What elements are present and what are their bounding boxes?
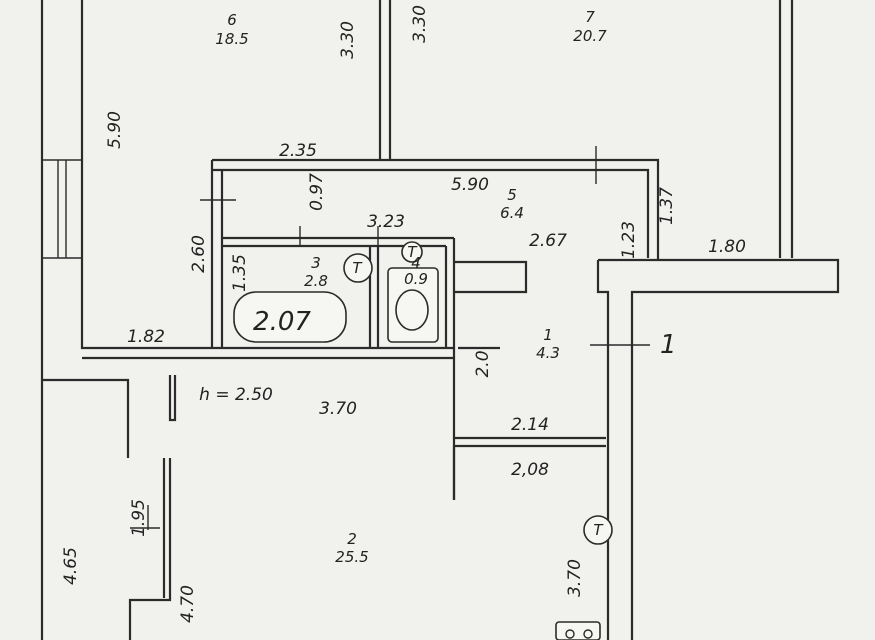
dimension-label: 3.23 [367, 212, 405, 232]
stove-burner [565, 629, 575, 639]
room-area: 18.5 [215, 30, 248, 48]
dimension-label: 1.23 [619, 221, 639, 259]
dimension-label: 3.30 [410, 5, 430, 43]
dimension-ticks [130, 146, 597, 530]
dimension-label: 4.70 [178, 585, 198, 623]
toilet-bowl [395, 289, 429, 331]
dimension-label: 1.82 [127, 327, 165, 347]
room-number: 3 [311, 254, 321, 272]
room-area: 6.4 [500, 204, 524, 222]
room-area: 25.5 [335, 548, 368, 566]
bathtub [233, 291, 347, 343]
room-number: 6 [227, 11, 237, 29]
stove-burner [583, 629, 593, 639]
dimension-label: 0.97 [307, 173, 327, 211]
dimension-label: 2.07 [253, 307, 311, 337]
dimension-label: 5.90 [451, 175, 489, 195]
section-mark: 1 [660, 330, 677, 360]
room-number: 7 [585, 8, 595, 26]
dimension-label: 2.0 [473, 350, 493, 377]
dimension-label: 5.90 [105, 111, 125, 149]
room-area: 2.8 [304, 272, 328, 290]
dimension-labels: 3.30 3.30 5.90 2.35 0.97 5.90 1.37 2.60 … [61, 5, 746, 623]
fixture-label: T [407, 243, 418, 261]
room-number: 4 [411, 254, 421, 272]
dimension-label: 2.35 [279, 141, 317, 161]
dimension-label: h = 2.50 [199, 385, 273, 405]
dimension-label: 1.35 [230, 254, 250, 292]
dimension-label: 4.65 [61, 547, 81, 585]
dimension-label: 3.70 [565, 559, 585, 597]
room-area: 20.7 [573, 27, 607, 45]
window-left [42, 159, 82, 259]
dimension-label: 2,08 [511, 460, 549, 480]
fixture-label: T [593, 521, 604, 539]
dimension-label: 2.14 [511, 415, 549, 435]
dimension-label: 3.70 [319, 399, 357, 419]
dimension-label: 1.37 [657, 187, 677, 225]
room-number: 5 [507, 186, 517, 204]
dimension-label: 2.60 [189, 235, 209, 273]
fixture-label: T [352, 259, 363, 277]
dimension-label: 2.67 [529, 231, 567, 251]
dimension-label: 1.95 [129, 499, 149, 537]
room-number: 2 [347, 530, 357, 548]
walls [40, 0, 840, 640]
room-labels: 6 18.5 7 20.7 5 6.4 3 2.8 4 0.9 1 4.3 2 … [215, 8, 607, 566]
sink-bath [343, 253, 373, 283]
sink-kitchen [583, 515, 613, 545]
room-area: 0.9 [404, 270, 428, 288]
stove [555, 621, 601, 640]
dimension-label: 3.30 [338, 21, 358, 59]
room-area: 4.3 [536, 344, 560, 362]
room-number: 1 [543, 326, 553, 344]
sink-wc [401, 241, 423, 263]
dimension-label: 1.80 [708, 237, 746, 257]
